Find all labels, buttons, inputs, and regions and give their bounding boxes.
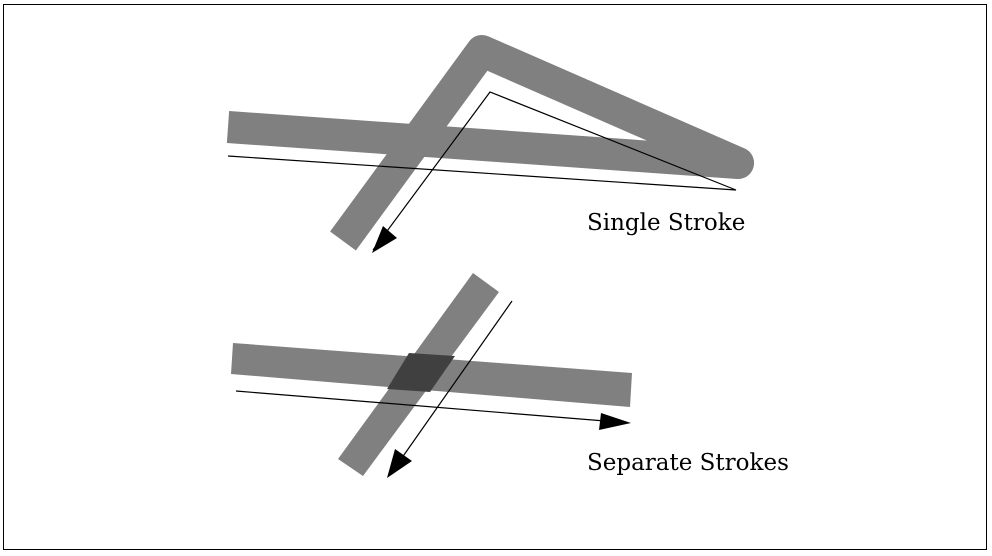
separate-horizontal-arrowhead [599, 413, 631, 430]
separate-diagonal-path-line [398, 300, 513, 463]
single-stroke-shape [226, 35, 754, 251]
single-stroke-label: Single Stroke [587, 210, 746, 236]
single-stroke-corner-cap [722, 147, 754, 179]
single-stroke-arrowhead [372, 226, 397, 253]
separate-strokes-label: Separate Strokes [587, 450, 789, 476]
single-stroke-path-line [227, 91, 737, 251]
separate-horizontal-path-line [235, 390, 606, 422]
diagram-frame [3, 4, 987, 550]
separate-overlap-region [387, 353, 455, 392]
separate-diagonal-arrowhead [387, 449, 412, 478]
separate-strokes-group [231, 273, 632, 478]
single-stroke-group [226, 35, 754, 253]
